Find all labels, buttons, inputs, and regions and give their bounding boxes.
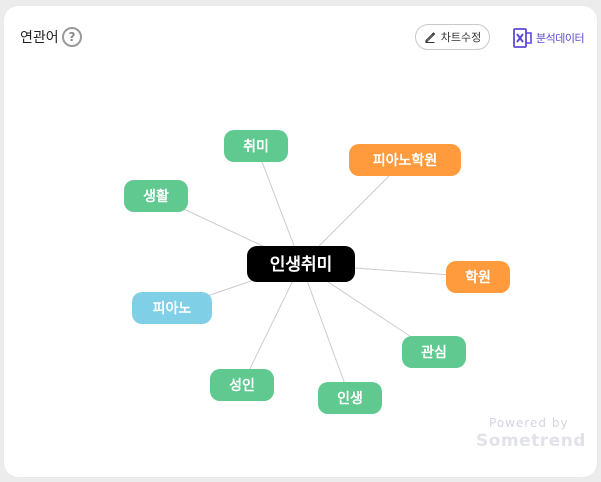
node-1-bubble xyxy=(349,144,461,176)
powered-by-text: Powered by xyxy=(489,416,569,430)
node-2[interactable]: 생활 xyxy=(124,180,188,212)
edit-chart-button[interactable]: 차트수정 xyxy=(415,24,490,50)
node-2-bubble xyxy=(124,180,188,212)
node-3[interactable]: 학원 xyxy=(446,261,510,293)
node-7[interactable]: 인생 xyxy=(318,382,382,414)
pencil-icon xyxy=(425,32,436,43)
brand-logo: Sometrend xyxy=(476,431,586,451)
node-0-bubble xyxy=(224,130,288,162)
excel-icon xyxy=(513,28,532,48)
node-4-bubble xyxy=(132,292,212,324)
node-6-label: 성인 xyxy=(229,377,255,394)
node-1-label: 피아노학원 xyxy=(373,152,437,169)
analysis-data-button[interactable]: 분석데이터 xyxy=(513,25,585,51)
node-3-bubble xyxy=(446,261,510,293)
edge-6 xyxy=(241,263,302,386)
card-title: 연관어 xyxy=(20,30,59,46)
center-node[interactable]: 인생취미 xyxy=(247,246,355,282)
edit-chart-label: 차트수정 xyxy=(440,31,482,44)
node-3-label: 학원 xyxy=(465,270,491,286)
center-node-bubble xyxy=(247,246,355,282)
help-icon[interactable]: ? xyxy=(62,27,82,47)
node-6[interactable]: 성인 xyxy=(210,369,274,401)
center-node-label: 인생취미 xyxy=(270,254,333,275)
node-4[interactable]: 피아노 xyxy=(132,292,212,324)
node-6-bubble xyxy=(210,369,274,401)
node-1[interactable]: 피아노학원 xyxy=(349,144,461,176)
node-2-label: 생활 xyxy=(143,188,169,205)
analysis-data-label: 분석데이터 xyxy=(536,32,585,45)
node-4-label: 피아노 xyxy=(153,300,192,317)
node-5[interactable]: 관심 xyxy=(402,336,466,368)
node-5-bubble xyxy=(402,336,466,368)
node-7-label: 인생 xyxy=(337,390,363,407)
node-5-label: 관심 xyxy=(421,344,447,361)
node-0-label: 취미 xyxy=(243,139,269,155)
edge-0 xyxy=(255,145,302,265)
edge-7 xyxy=(300,263,351,399)
node-0[interactable]: 취미 xyxy=(224,130,288,162)
node-7-bubble xyxy=(318,382,382,414)
